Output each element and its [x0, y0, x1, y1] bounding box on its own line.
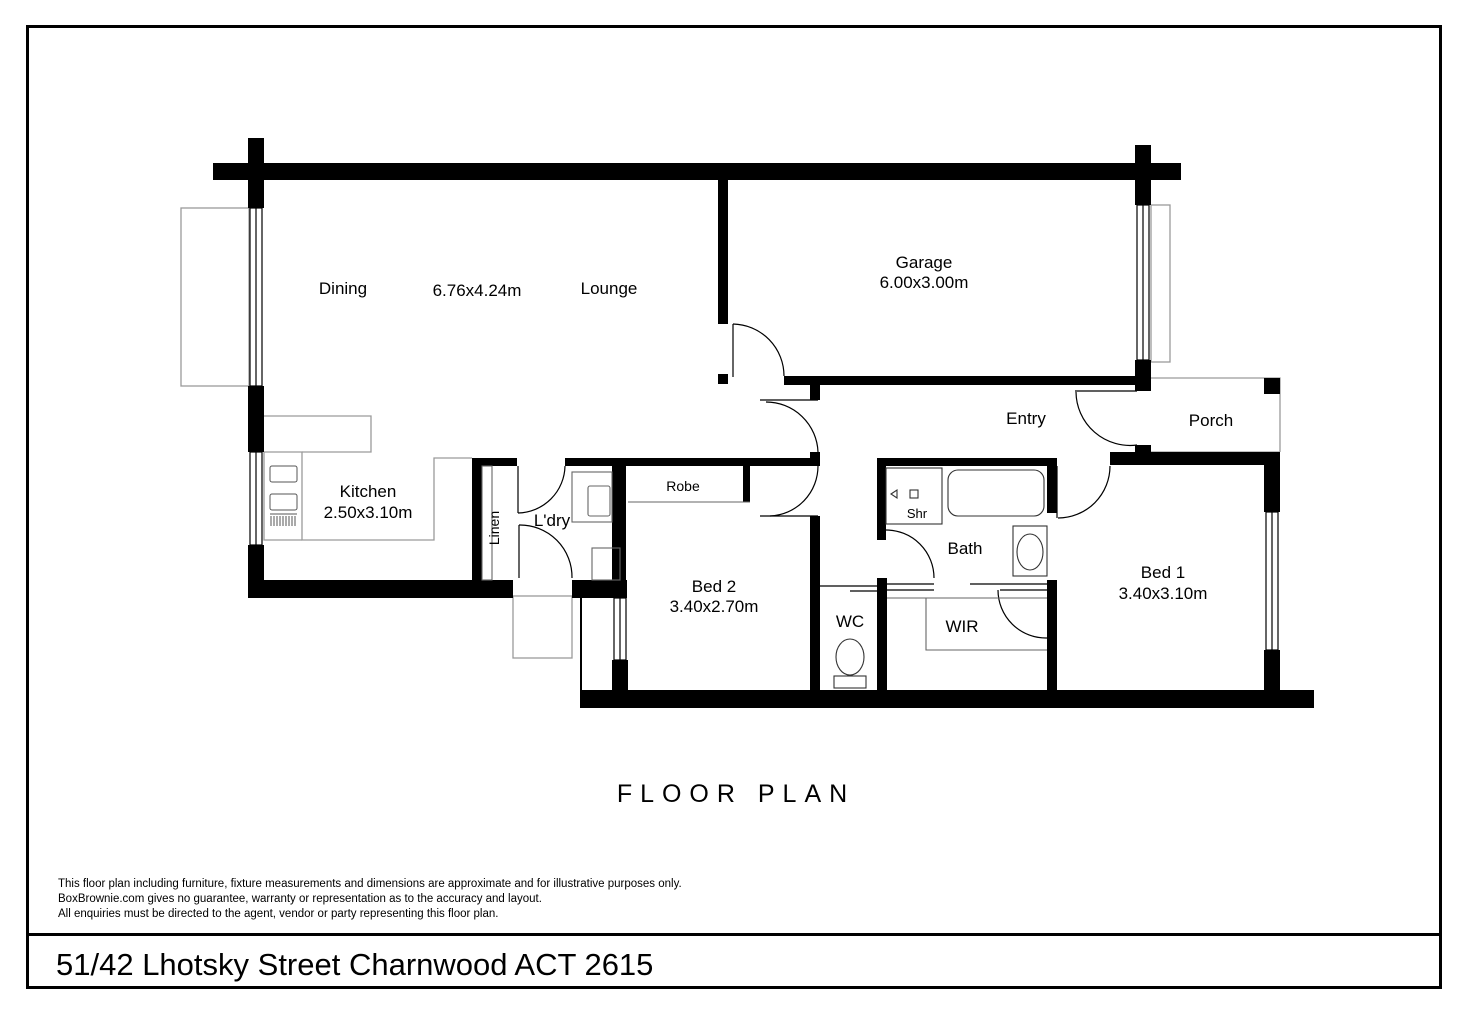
doors — [517, 323, 1138, 639]
label-kitchen: Kitchen — [340, 482, 397, 501]
label-living-size: 6.76x4.24m — [433, 281, 522, 300]
label-bed1: Bed 1 — [1141, 563, 1185, 582]
disclaimer-line: BoxBrownie.com gives no guarantee, warra… — [58, 893, 542, 905]
room-labels: Dining 6.76x4.24m Lounge Garage 6.00x3.0… — [319, 253, 1233, 636]
label-shower: Shr — [907, 506, 928, 521]
label-kitchen-size: 2.50x3.10m — [324, 503, 413, 522]
label-bed2: Bed 2 — [692, 577, 736, 596]
page-border — [26, 25, 1442, 989]
property-address: 51/42 Lhotsky Street Charnwood ACT 2615 — [56, 947, 654, 982]
disclaimer-line: All enquiries must be directed to the ag… — [58, 908, 499, 920]
label-dining: Dining — [319, 279, 367, 298]
label-bed2-size: 3.40x2.70m — [670, 597, 759, 616]
label-lounge: Lounge — [581, 279, 638, 298]
label-robe: Robe — [666, 478, 700, 494]
kitchen-benches — [263, 415, 472, 541]
label-porch: Porch — [1189, 411, 1233, 430]
label-entry: Entry — [1006, 409, 1046, 428]
label-laundry: L'dry — [534, 511, 571, 530]
footer-divider — [26, 933, 1442, 936]
label-garage: Garage — [896, 253, 953, 272]
label-wc: WC — [836, 612, 864, 631]
label-bath: Bath — [948, 539, 983, 558]
label-wir: WIR — [945, 617, 978, 636]
disclaimer: This floor plan including furniture, fix… — [58, 877, 682, 922]
walls — [213, 138, 1314, 708]
plan-title: FLOOR PLAN — [616, 780, 856, 808]
sink-icon — [269, 465, 298, 526]
floor-plan-drawing: Dining 6.76x4.24m Lounge Garage 6.00x3.0… — [180, 138, 1314, 708]
label-garage-size: 6.00x3.00m — [880, 273, 969, 292]
bathroom-fixtures — [833, 467, 1048, 689]
joinery — [481, 465, 1047, 651]
windows — [249, 204, 1279, 661]
disclaimer-line: This floor plan including furniture, fix… — [58, 878, 682, 890]
label-bed1-size: 3.40x3.10m — [1119, 584, 1208, 603]
label-linen: Linen — [486, 511, 502, 545]
